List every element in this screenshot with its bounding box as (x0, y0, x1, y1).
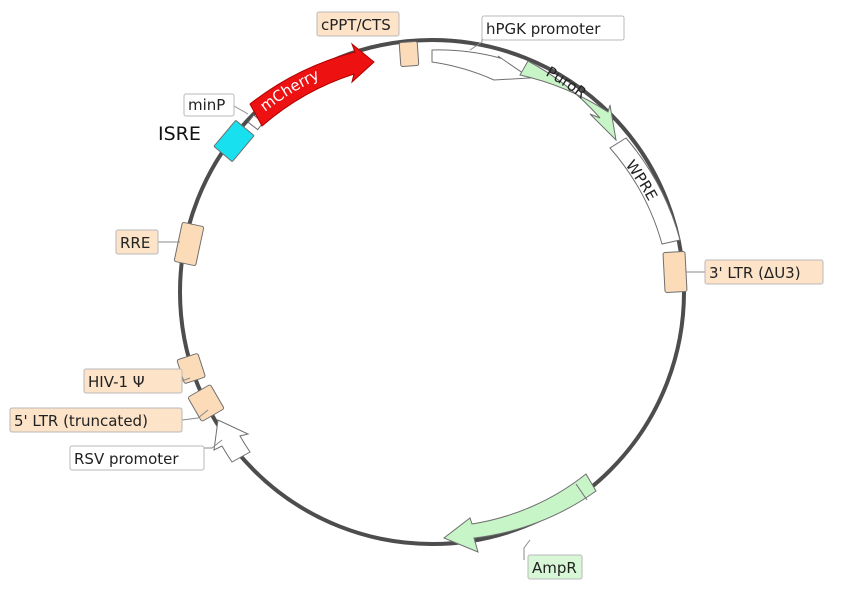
label-ampr: AmpR (527, 554, 583, 580)
label-rre: RRE (115, 229, 159, 255)
label-isre: ISRE (158, 123, 201, 145)
mcherry-arrow (249, 42, 375, 127)
label-hpgk: hPGK promoter (481, 15, 625, 41)
puror-arrow (519, 60, 617, 142)
svg-text:minP: minP (188, 96, 225, 114)
rsv-promoter-arrow (213, 419, 251, 463)
ampr-divider (575, 483, 588, 501)
svg-text:cPPT/CTS: cPPT/CTS (321, 16, 391, 34)
ampr-arrow (443, 473, 597, 553)
svg-text:3' LTR (ΔU3): 3' LTR (ΔU3) (709, 264, 801, 282)
cppt-box (398, 41, 420, 67)
label-hiv-psi: HIV-1 Ψ (83, 368, 183, 394)
label-rsv: RSV promoter (69, 445, 205, 471)
svg-text:AmpR: AmpR (532, 559, 577, 577)
svg-text:hPGK promoter: hPGK promoter (486, 20, 601, 38)
wpre-box (609, 137, 681, 245)
ltr3-box (662, 251, 688, 293)
svg-text:RRE: RRE (120, 234, 150, 252)
label-cppt: cPPT/CTS (316, 11, 400, 37)
isre-box (213, 120, 255, 162)
label-ltr3: 3' LTR (ΔU3) (704, 259, 824, 285)
leader-lines (158, 38, 705, 560)
features (173, 41, 688, 553)
rre-box (173, 222, 205, 266)
svg-text:5' LTR (truncated): 5' LTR (truncated) (14, 412, 148, 430)
ltr5-box (187, 384, 225, 422)
svg-text:RSV promoter: RSV promoter (74, 450, 179, 468)
svg-text:HIV-1 Ψ: HIV-1 Ψ (88, 373, 145, 391)
label-minp: minP (183, 93, 235, 117)
hpgk-promoter-arrow (431, 49, 532, 81)
label-ltr5: 5' LTR (truncated) (9, 407, 183, 433)
